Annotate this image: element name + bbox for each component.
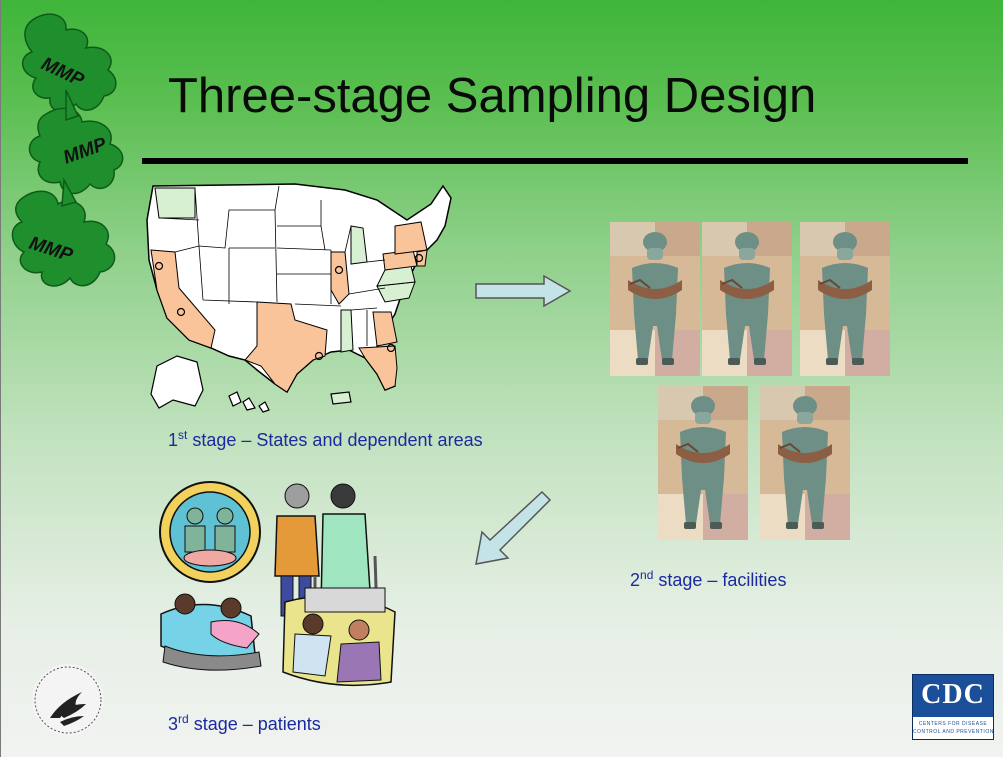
operating-room-badge (159, 481, 261, 583)
stage1-suffix: st (178, 428, 188, 442)
cdc-logo-subtext-band: CENTERS FOR DISEASE CONTROL AND PREVENTI… (913, 717, 993, 739)
city-markers (154, 253, 424, 361)
facilities-staff-illustration (610, 222, 891, 541)
state-new-york (394, 221, 428, 255)
cdc-logo-text: CDC (921, 679, 985, 710)
arrow-right-icon (475, 274, 572, 308)
alaska-and-territories (150, 355, 352, 413)
arrow-down-left-icon (475, 490, 552, 565)
mmp-puzzle-logo: MMP MMP MMP (11, 13, 124, 287)
cdc-logo-subtext-2: CONTROL AND PREVENTION (913, 729, 994, 735)
stage1-caption: 1st stage – States and dependent areas (168, 428, 483, 451)
nurse-with-elderly-patient (274, 483, 379, 619)
hhs-seal-logo (32, 664, 104, 736)
stage1-ordinal: 1 (168, 430, 179, 450)
doctor-examining-patient (282, 587, 396, 687)
us-map-illustration (146, 183, 452, 413)
state-mississippi (340, 309, 354, 353)
stage2-text: stage – facilities (653, 570, 787, 590)
title-underline (142, 158, 968, 164)
stage2-ordinal: 2 (630, 570, 641, 590)
state-florida (358, 345, 398, 391)
state-texas (244, 301, 328, 393)
slide-left-border (0, 0, 1, 757)
stage3-caption: 3rd stage – patients (168, 712, 321, 735)
doctor-with-pregnant-patient (160, 593, 262, 671)
patients-illustration (159, 481, 396, 687)
cdc-logo-subtext-1: CENTERS FOR DISEASE (918, 721, 988, 727)
state-california (150, 249, 216, 349)
stage3-ordinal: 3 (168, 714, 179, 734)
state-borders (158, 185, 386, 346)
slide-title: Three-stage Sampling Design (168, 69, 817, 123)
stage2-suffix: nd (640, 568, 654, 582)
stage1-text: stage – States and dependent areas (187, 430, 483, 450)
cdc-logo: CDC CENTERS FOR DISEASE CONTROL AND PREV… (912, 674, 994, 740)
state-washington (154, 187, 196, 219)
stage2-caption: 2nd stage – facilities (630, 568, 787, 591)
stage3-text: stage – patients (188, 714, 321, 734)
state-georgia (372, 311, 398, 347)
stage3-suffix: rd (178, 712, 189, 726)
